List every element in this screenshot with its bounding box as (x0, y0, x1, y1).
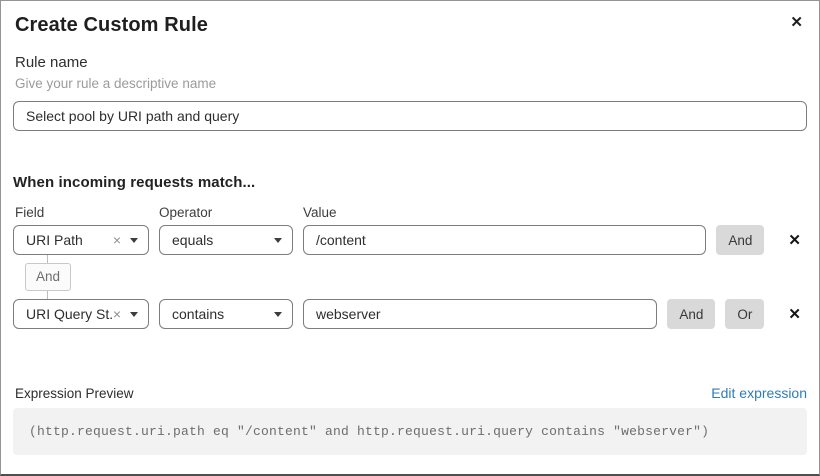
clear-selection-icon[interactable]: × (112, 232, 121, 248)
rule-name-label: Rule name (15, 54, 88, 71)
value-column-label: Value (303, 205, 337, 220)
chevron-down-icon (130, 237, 138, 243)
condition-row: URI Query St... × contains And Or ✕ (13, 299, 807, 329)
expression-preview-box: (http.request.uri.path eq "/content" and… (13, 408, 807, 455)
operator-select[interactable]: contains (159, 299, 293, 329)
match-heading: When incoming requests match... (13, 174, 256, 191)
field-select[interactable]: URI Path × (13, 225, 149, 255)
close-icon[interactable]: ✕ (790, 14, 803, 31)
condition-column-labels: Field Operator Value (13, 205, 807, 220)
chevron-down-icon (274, 237, 282, 243)
expression-preview-header: Expression Preview Edit expression (13, 385, 807, 401)
operator-column-label: Operator (159, 205, 213, 220)
operator-select-value: equals (172, 232, 214, 248)
chevron-down-icon (274, 311, 282, 317)
field-column-label: Field (15, 205, 45, 220)
chevron-down-icon (130, 311, 138, 317)
condition-row: URI Path × equals And ✕ (13, 225, 807, 255)
delete-row-icon[interactable]: ✕ (788, 305, 801, 323)
or-button[interactable]: Or (725, 299, 765, 329)
connector-and-badge: And (25, 263, 72, 291)
field-select-value: URI Query St... (26, 306, 113, 322)
and-button[interactable]: And (667, 299, 716, 329)
field-select[interactable]: URI Query St... × (13, 299, 149, 329)
connector-line-bottom (47, 291, 48, 299)
rule-name-input[interactable] (13, 101, 807, 131)
dialog-title: Create Custom Rule (15, 14, 208, 36)
dialog-header: Create Custom Rule ✕ (13, 13, 807, 37)
edit-expression-link[interactable]: Edit expression (711, 385, 807, 401)
value-input[interactable] (303, 225, 707, 255)
rule-name-helper: Give your rule a descriptive name (15, 76, 217, 91)
expression-text: (http.request.uri.path eq "/content" and… (29, 424, 710, 439)
connector-line-top (47, 255, 48, 263)
row-connector: And (13, 255, 807, 299)
delete-row-icon[interactable]: ✕ (788, 231, 801, 249)
operator-select[interactable]: equals (159, 225, 293, 255)
operator-select-value: contains (172, 306, 225, 322)
clear-selection-icon[interactable]: × (112, 306, 121, 322)
field-select-value: URI Path (26, 232, 83, 248)
value-input[interactable] (303, 299, 658, 329)
and-button[interactable]: And (716, 225, 765, 255)
expression-preview-label: Expression Preview (15, 386, 134, 401)
